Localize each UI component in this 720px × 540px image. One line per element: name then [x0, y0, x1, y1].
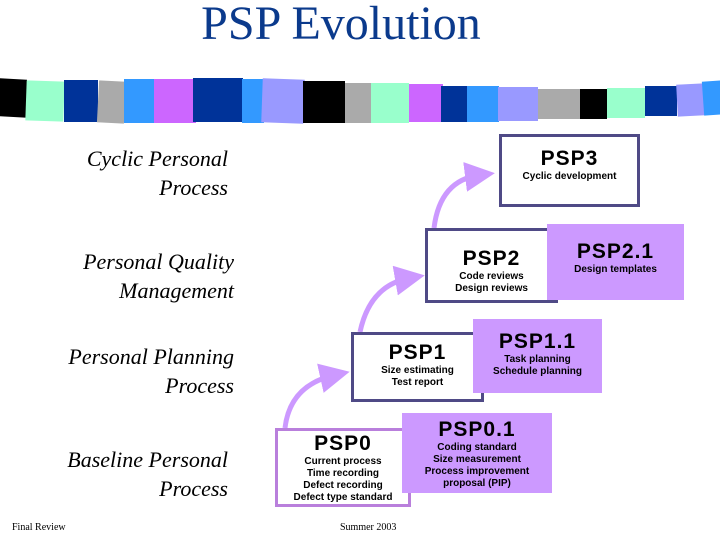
psp0-1-desc: Coding standard Size measurement Process… — [424, 442, 530, 489]
psp2-box: PSP2 Code reviews Design reviews — [425, 228, 558, 303]
psp0-box: PSP0 Current process Time recording Defe… — [275, 428, 411, 507]
psp2-name: PSP2 — [462, 247, 521, 270]
psp1-box: PSP1 Size estimating Test report — [351, 332, 484, 402]
decorative-color-stripe — [0, 73, 720, 124]
level-label-baseline: Baseline Personal Process — [67, 445, 228, 503]
psp2-1-name: PSP2.1 — [576, 240, 655, 263]
psp1-desc: Size estimating Test report — [381, 365, 454, 388]
psp1-1-name: PSP1.1 — [498, 330, 577, 353]
psp2-1-desc: Design templates — [574, 264, 657, 275]
psp0-desc: Current process Time recording Defect re… — [293, 456, 393, 503]
level-label-line: Process — [165, 373, 234, 398]
psp3-name: PSP3 — [540, 147, 599, 170]
psp3-box: PSP3 Cyclic development — [499, 134, 640, 207]
psp1-1-box: PSP1.1 Task planning Schedule planning — [473, 319, 602, 393]
footer-left: Final Review — [12, 522, 66, 533]
level-label-line: Management — [119, 278, 234, 303]
footer-center: Summer 2003 — [340, 522, 397, 533]
level-label-quality: Personal Quality Management — [83, 247, 234, 305]
arrow-psp2-to-psp3 — [431, 161, 495, 229]
level-label-cyclic: Cyclic Personal Process — [87, 144, 228, 202]
level-label-line: Process — [159, 175, 228, 200]
psp1-name: PSP1 — [388, 341, 447, 364]
arrow-psp0-to-psp1 — [282, 363, 350, 429]
page-title: PSP Evolution — [201, 0, 481, 50]
level-label-planning: Personal Planning Process — [68, 342, 234, 400]
psp0-1-box: PSP0.1 Coding standard Size measurement … — [402, 413, 552, 493]
psp0-1-name: PSP0.1 — [438, 418, 516, 441]
psp0-name: PSP0 — [314, 432, 372, 455]
arrow-psp1-to-psp2 — [357, 265, 425, 333]
level-label-line: Personal Planning — [68, 344, 234, 369]
level-label-line: Process — [159, 476, 228, 501]
psp2-desc: Code reviews Design reviews — [455, 271, 528, 294]
level-label-line: Cyclic Personal — [86, 146, 228, 171]
level-label-line: Baseline Personal — [67, 447, 228, 472]
psp2-1-box: PSP2.1 Design templates — [547, 224, 684, 300]
level-label-line: Personal Quality — [83, 249, 234, 274]
psp3-desc: Cyclic development — [522, 171, 617, 182]
psp1-1-desc: Task planning Schedule planning — [493, 354, 582, 377]
